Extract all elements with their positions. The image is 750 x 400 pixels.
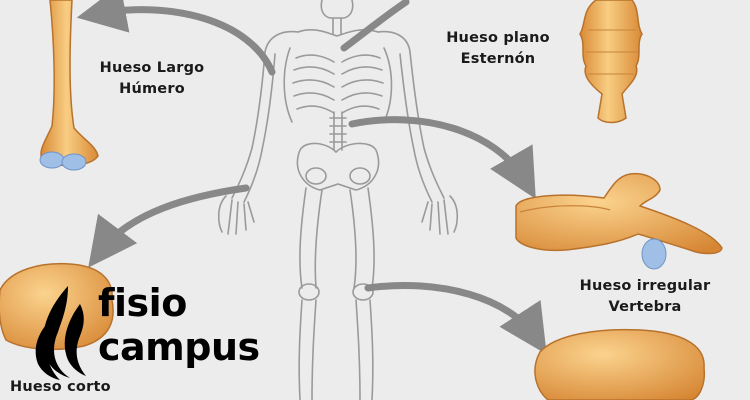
arrow-to-patella xyxy=(364,282,547,355)
arrow-to-short-bone xyxy=(88,184,250,268)
flame-icon xyxy=(35,286,86,380)
short-bone-type: Hueso corto xyxy=(10,379,111,395)
sternum-bone-illustration xyxy=(579,0,643,124)
flat-bone-type: Hueso plano xyxy=(446,30,550,46)
pointer-arrows xyxy=(76,0,547,355)
long-bone-label: Hueso Largo Húmero xyxy=(78,58,226,100)
humerus-bone-illustration xyxy=(39,0,99,171)
patella-bone-illustration xyxy=(534,328,706,400)
fisiocampus-logo: fisio campus xyxy=(30,284,280,380)
flat-bone-example: Esternón xyxy=(460,51,536,67)
long-bone-type: Hueso Largo xyxy=(99,60,205,76)
irregular-bone-example: Vertebra xyxy=(608,299,682,315)
arrow-to-vertebra xyxy=(348,116,536,199)
long-bone-example: Húmero xyxy=(119,81,185,97)
irregular-bone-type: Hueso irregular xyxy=(579,278,711,294)
short-bone-label: Hueso corto xyxy=(10,377,140,398)
arrow-to-sternum xyxy=(340,0,410,52)
skeleton-figure xyxy=(217,0,459,400)
arrow-to-humerus xyxy=(76,0,276,76)
brand-line-2: campus xyxy=(98,325,260,369)
vertebra-bone-illustration xyxy=(515,172,723,270)
irregular-bone-label: Hueso irregular Vertebra xyxy=(565,276,725,318)
flat-bone-label: Hueso plano Esternón xyxy=(428,28,568,70)
brand-line-1: fisio xyxy=(98,281,187,325)
